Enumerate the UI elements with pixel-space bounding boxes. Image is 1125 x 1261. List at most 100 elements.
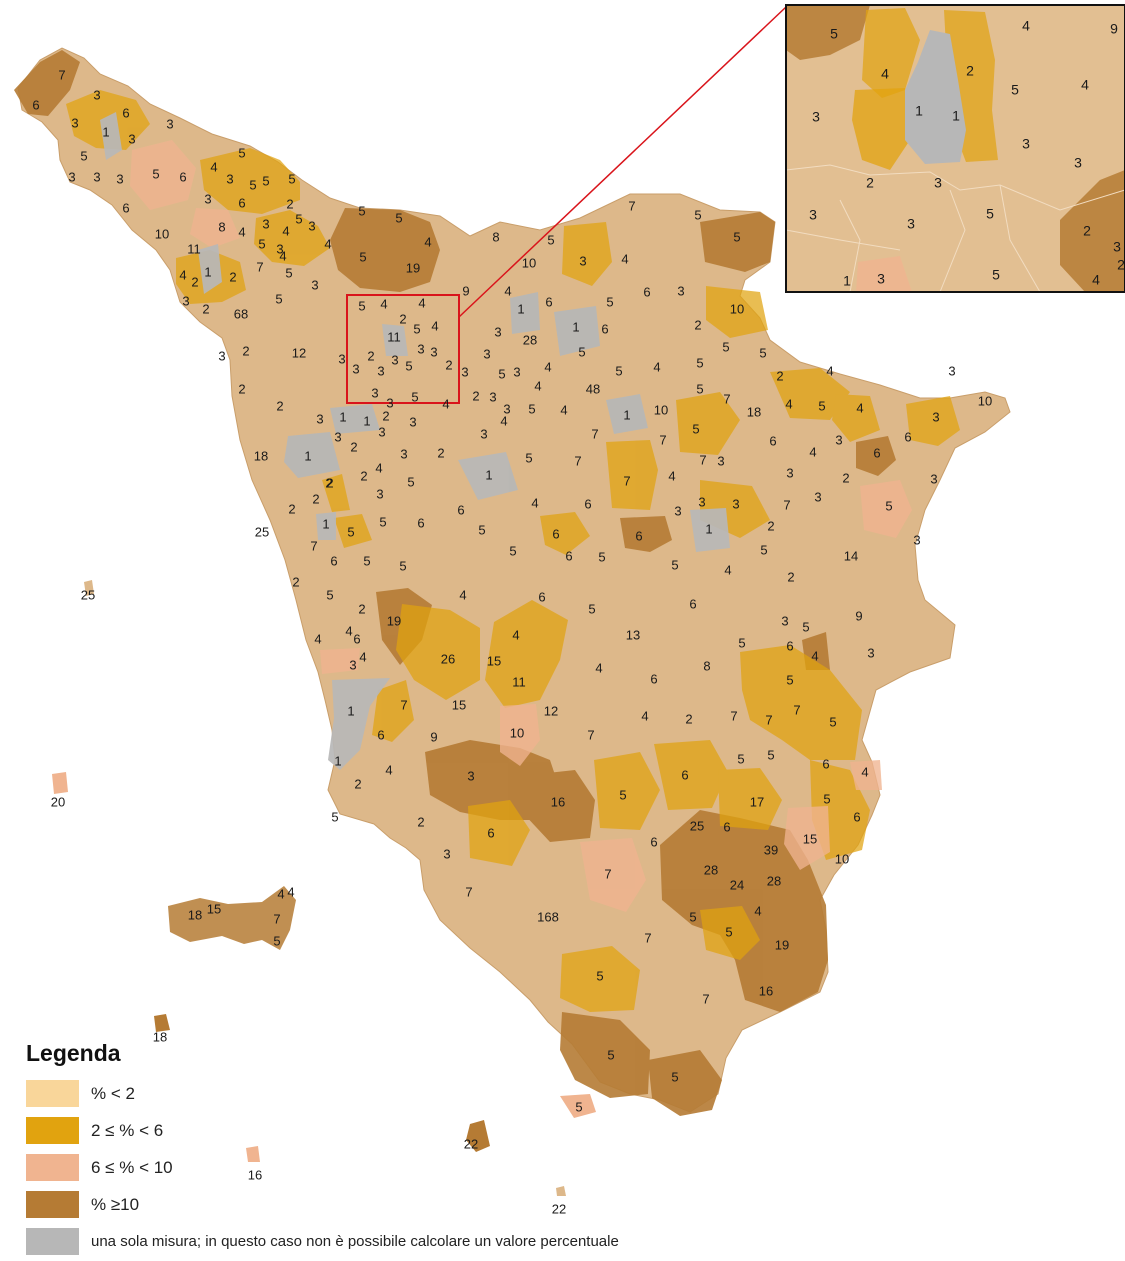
count-label: 5 (238, 145, 245, 160)
count-label: 2 (787, 569, 794, 584)
count-label: 5 (275, 291, 282, 306)
count-label: 5 (759, 345, 766, 360)
count-label: 10 (510, 725, 524, 740)
count-label: 5 (413, 321, 420, 336)
count-label: 7 (58, 67, 65, 82)
count-label: 6 (822, 756, 829, 771)
zoom-connector-line (458, 6, 787, 318)
legend-item-label: % ≥10 (91, 1194, 140, 1214)
count-label: 22 (552, 1201, 566, 1216)
count-label: 3 (316, 411, 323, 426)
count-label: 5 (262, 173, 269, 188)
count-label: 4 (534, 378, 541, 393)
count-label: 2 (191, 274, 198, 289)
count-label: 48 (586, 381, 600, 396)
count-label: 3 (717, 453, 724, 468)
count-label: 4 (277, 886, 284, 901)
count-label: 4 (324, 236, 331, 251)
count-label: 5 (696, 355, 703, 370)
count-label: 4 (375, 460, 382, 475)
count-label: 5 (331, 809, 338, 824)
count-label: 2 (694, 317, 701, 332)
count-label: 1 (363, 413, 370, 428)
count-label: 7 (400, 697, 407, 712)
count-label: 3 (483, 346, 490, 361)
count-label: 1 (347, 703, 354, 718)
count-label: 7 (310, 538, 317, 553)
count-label: 4 (754, 903, 761, 918)
count-label: 6 (417, 515, 424, 530)
count-label: 10 (522, 255, 536, 270)
count-label: 4 (210, 159, 217, 174)
count-label: 5 (671, 1069, 678, 1084)
count-label: 2 (286, 196, 293, 211)
count-label: 4 (811, 648, 818, 663)
count-label: 5 (547, 232, 554, 247)
count-label: 16 (759, 983, 773, 998)
count-label: 10 (155, 226, 169, 241)
count-label: 4 (595, 660, 602, 675)
count-label: 3 (352, 361, 359, 376)
count-label: 6 (353, 631, 360, 646)
count-label: 3 (503, 401, 510, 416)
count-label: 1 (304, 448, 311, 463)
count-label: 3 (400, 446, 407, 461)
count-label: 6 (904, 429, 911, 444)
count-label: 3 (579, 253, 586, 268)
count-label: 3 (443, 846, 450, 861)
count-label: 6 (538, 589, 545, 604)
count-label: 2 (238, 381, 245, 396)
count-label: 1 (339, 409, 346, 424)
count-label: 2 (842, 470, 849, 485)
count-label: 5 (722, 339, 729, 354)
count-label: 3 (677, 283, 684, 298)
count-label: 3 (814, 489, 821, 504)
count-label: 7 (793, 702, 800, 717)
count-label: 7 (702, 991, 709, 1006)
count-label: 4 (512, 627, 519, 642)
count-label: 7 (273, 911, 280, 926)
count-label: 2 (399, 311, 406, 326)
count-label: 2 (312, 491, 319, 506)
inset-count-label: 3 (877, 271, 885, 287)
count-label: 5 (619, 787, 626, 802)
count-label: 10 (835, 851, 849, 866)
count-label: 5 (407, 474, 414, 489)
count-label: 3 (311, 277, 318, 292)
count-label: 4 (380, 296, 387, 311)
count-label: 5 (737, 751, 744, 766)
count-label: 7 (574, 453, 581, 468)
count-label: 5 (80, 148, 87, 163)
count-label: 7 (587, 727, 594, 742)
count-label: 24 (730, 877, 744, 892)
districts-grey (100, 112, 730, 770)
count-label: 4 (359, 649, 366, 664)
count-label: 8 (218, 219, 225, 234)
count-label: 3 (349, 657, 356, 672)
count-label: 11 (187, 241, 201, 256)
count-label: 6 (650, 834, 657, 849)
count-label: 5 (588, 601, 595, 616)
count-label: 9 (462, 283, 469, 298)
count-label: 4 (385, 762, 392, 777)
count-label: 3 (166, 116, 173, 131)
legend-item-label: una sola misura; in questo caso non è po… (91, 1233, 619, 1250)
count-label: 4 (345, 623, 352, 638)
count-label: 3 (467, 768, 474, 783)
islands (52, 580, 596, 1196)
inset-count-label: 9 (1110, 21, 1118, 37)
count-label: 3 (71, 115, 78, 130)
inset-count-label: 2 (1117, 257, 1125, 273)
count-label: 6 (643, 284, 650, 299)
count-label: 3 (461, 364, 468, 379)
count-label: 3 (494, 324, 501, 339)
count-label: 3 (226, 171, 233, 186)
count-label: 3 (489, 389, 496, 404)
count-label: 7 (659, 432, 666, 447)
count-label: 5 (802, 619, 809, 634)
count-label: 4 (279, 248, 286, 263)
peninsula-argentario (560, 1094, 596, 1118)
count-label: 28 (767, 873, 781, 888)
count-label: 18 (747, 404, 761, 419)
